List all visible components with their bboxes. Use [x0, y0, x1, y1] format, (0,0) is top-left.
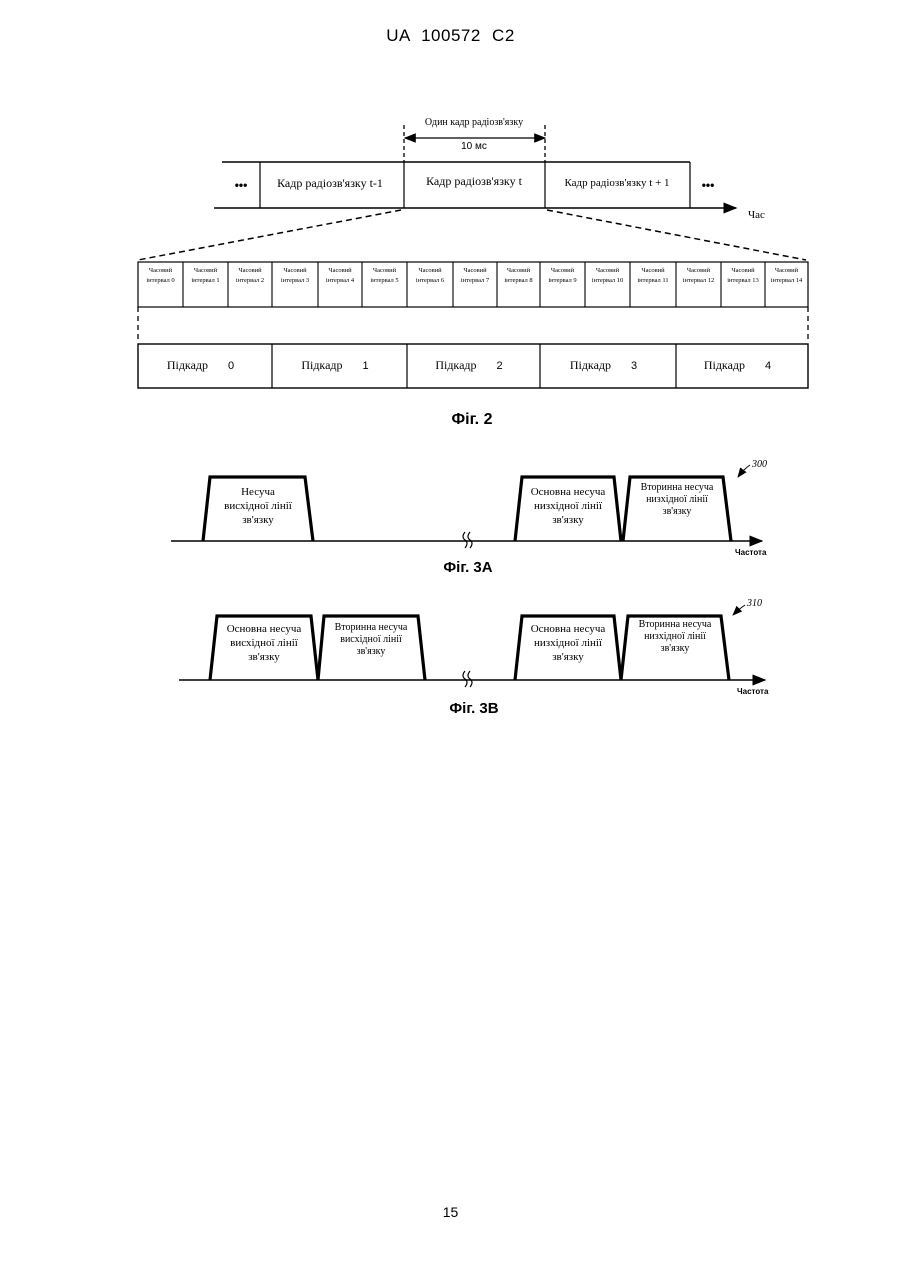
figure-3b: Частота Основна несуча висхідної лінії з…	[179, 598, 769, 717]
slot-label-5-title: Часовий	[373, 267, 397, 274]
slot-label-14-index: інтервал 14	[771, 277, 803, 284]
expand-right-line	[547, 210, 806, 260]
secondary-downlink-line2: низхідної лінії	[646, 494, 708, 505]
subframe-label-0: Підкадр	[167, 358, 208, 372]
primary-uplink-line3: зв'язку	[248, 651, 280, 663]
subframe-label-4: Підкадр	[704, 358, 745, 372]
secondary-downlink-b-line2: низхідної лінії	[644, 631, 706, 642]
slot-label-11-index: інтервал 11	[637, 277, 668, 284]
slot-label-11-title: Часовий	[641, 267, 665, 274]
slot-label-6-title: Часовий	[418, 267, 442, 274]
slot-label-7-index: інтервал 7	[461, 277, 490, 284]
fig3a-reference: 300	[751, 459, 767, 470]
secondary-downlink-line1: Вторинна несуча	[641, 482, 714, 493]
slot-label-12-title: Часовий	[687, 267, 711, 274]
expand-left-line	[138, 210, 401, 260]
subframe-number-4: 4	[765, 360, 771, 372]
fig3a-axis-label: Частота	[735, 548, 767, 557]
slot-label-4-title: Часовий	[328, 267, 352, 274]
secondary-uplink-line3: зв'язку	[357, 646, 386, 657]
uplink-carrier-line1: Несуча	[241, 486, 275, 498]
ellipsis-right: •••	[702, 178, 715, 192]
slot-label-9-title: Часовий	[551, 267, 575, 274]
primary-uplink-line2: висхідної лінії	[230, 637, 299, 649]
slot-label-6-index: інтервал 6	[416, 277, 445, 284]
slot-label-1-title: Часовий	[194, 267, 218, 274]
slot-label-7-title: Часовий	[463, 267, 487, 274]
primary-downlink-line2: низхідної лінії	[534, 500, 603, 512]
slot-label-4-index: інтервал 4	[326, 277, 355, 284]
slot-label-13-title: Часовий	[731, 267, 755, 274]
slot-label-8-title: Часовий	[507, 267, 531, 274]
fig3b-axis-label: Частота	[737, 687, 769, 696]
slot-label-14-title: Часовий	[775, 267, 799, 274]
slot-label-0-index: інтервал 0	[146, 277, 174, 284]
subframe-label-1: Підкадр	[301, 358, 342, 372]
slot-label-0-title: Часовий	[149, 267, 173, 274]
axis-break-icon	[463, 532, 467, 548]
subframe-number-1: 1	[362, 360, 368, 372]
primary-uplink-line1: Основна несуча	[227, 623, 302, 635]
fig2-caption: Фіг. 2	[452, 411, 493, 428]
slot-label-3-index: інтервал 3	[281, 277, 309, 284]
figure-2: Один кадр радіозв'язку 10 мс ••• ••• Кад…	[138, 117, 808, 428]
fig3b-caption: Фіг. 3В	[449, 700, 498, 717]
primary-downlink-line3: зв'язку	[552, 514, 584, 526]
subframe-label-3: Підкадр	[570, 358, 611, 372]
slot-label-8-index: інтервал 8	[504, 277, 532, 284]
secondary-uplink-line2: висхідної лінії	[340, 634, 402, 645]
uplink-carrier-line2: висхідної лінії	[224, 500, 293, 512]
slot-label-12-index: інтервал 12	[683, 277, 715, 284]
frame-t: Кадр радіозв'язку t	[426, 174, 523, 188]
primary-downlink-b-line3: зв'язку	[552, 651, 584, 663]
slot-label-2-index: інтервал 2	[236, 277, 264, 284]
frame-t-plus-1: Кадр радіозв'язку t + 1	[564, 177, 669, 189]
slot-label-1-index: інтервал 1	[191, 277, 219, 284]
frame-label: Один кадр радіозв'язку	[425, 117, 523, 128]
uplink-carrier-line3: зв'язку	[242, 514, 274, 526]
fig3b-reference-arrow	[733, 605, 745, 615]
figure-3a: Частота Несуча висхідної лінії зв'язку О…	[171, 459, 767, 576]
subframe-number-3: 3	[631, 360, 637, 372]
primary-downlink-line1: Основна несуча	[531, 486, 606, 498]
slot-label-13-index: інтервал 13	[727, 277, 759, 284]
secondary-downlink-b-line1: Вторинна несуча	[639, 619, 712, 630]
primary-downlink-b-line1: Основна несуча	[531, 623, 606, 635]
primary-downlink-b-line2: низхідної лінії	[534, 637, 603, 649]
slot-label-3-title: Часовий	[283, 267, 307, 274]
secondary-uplink-line1: Вторинна несуча	[335, 622, 408, 633]
subframe-number-0: 0	[228, 360, 234, 372]
ellipsis-left: •••	[235, 178, 248, 192]
frame-duration: 10 мс	[461, 141, 487, 152]
slot-label-2-title: Часовий	[238, 267, 262, 274]
fig3a-caption: Фіг. 3А	[443, 559, 492, 576]
frame-t-minus-1: Кадр радіозв'язку t-1	[277, 176, 383, 190]
time-axis-label: Час	[748, 209, 765, 221]
fig3a-reference-arrow	[738, 465, 750, 477]
secondary-downlink-b-line3: зв'язку	[661, 643, 690, 654]
fig3b-reference: 310	[746, 598, 762, 609]
slot-label-5-index: інтервал 5	[370, 277, 398, 284]
secondary-downlink-line3: зв'язку	[663, 506, 692, 517]
subframe-number-2: 2	[496, 360, 502, 372]
subframe-label-2: Підкадр	[435, 358, 476, 372]
axis-break-icon	[463, 671, 467, 687]
page-number: 15	[0, 1204, 901, 1220]
slot-label-9-index: інтервал 9	[548, 277, 576, 284]
slot-label-10-index: інтервал 10	[592, 277, 624, 284]
slot-label-10-title: Часовий	[596, 267, 620, 274]
